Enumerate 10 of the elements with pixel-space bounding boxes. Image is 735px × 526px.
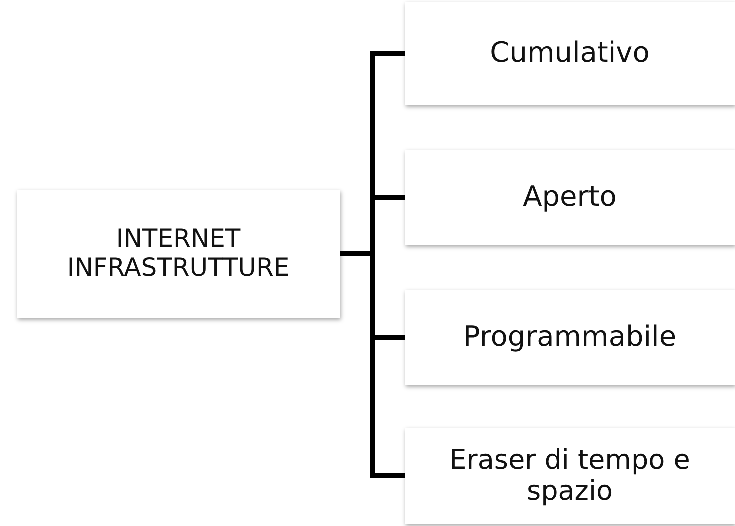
- topic-box: [17, 190, 340, 318]
- branch-box: [405, 428, 735, 524]
- node-label: Programmabile: [463, 321, 677, 354]
- node-label: INTERNET INFRASTRUTTURE: [66, 225, 291, 283]
- node-label: Cumulativo: [490, 37, 650, 70]
- branch-box: [405, 2, 735, 105]
- node-label: Aperto: [523, 181, 617, 214]
- branch-box: [405, 290, 735, 385]
- branch-box: [405, 150, 735, 245]
- node-label: Eraser di tempo e spazio: [448, 444, 692, 508]
